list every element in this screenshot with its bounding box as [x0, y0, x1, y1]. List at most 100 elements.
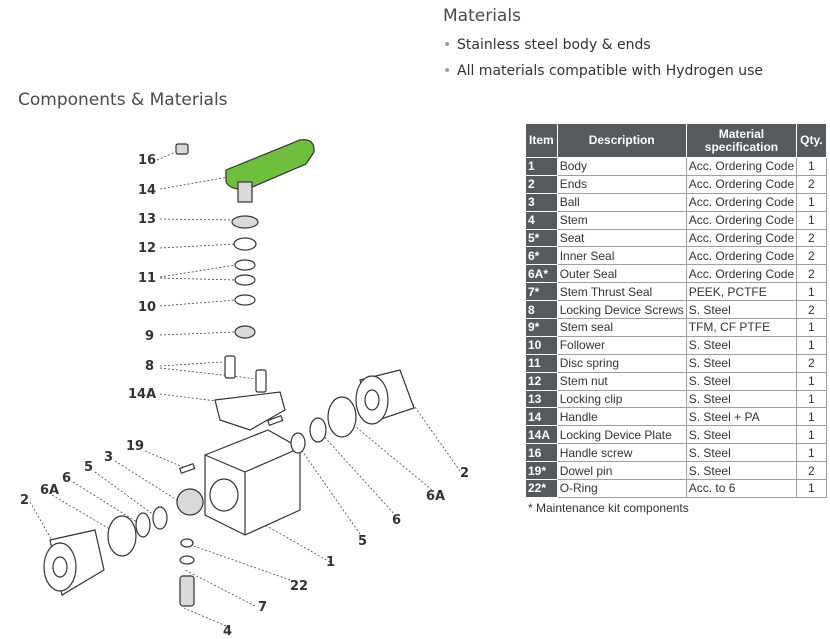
- end-fitting-left-icon: [43, 529, 105, 596]
- cell-qty: 1: [796, 282, 827, 302]
- cell-item: 6A*: [525, 264, 558, 284]
- header-item: Item: [525, 123, 558, 158]
- outer-seal-icon: [327, 396, 357, 438]
- cell-material: S. Steel: [685, 371, 798, 391]
- cell-item: 14: [525, 407, 558, 427]
- cell-material: Acc. Ordering Code: [685, 157, 798, 176]
- handle-screw-icon: [175, 143, 189, 155]
- cell-description: Stem nut: [556, 371, 687, 391]
- cell-qty: 2: [796, 228, 827, 248]
- cell-qty: 1: [796, 210, 827, 230]
- cell-item: 22*: [525, 479, 558, 498]
- materials-heading: Materials: [443, 6, 521, 26]
- cell-description: Handle screw: [556, 443, 687, 463]
- cell-description: Disc spring: [556, 353, 687, 373]
- cell-description: Outer Seal: [556, 264, 687, 284]
- callout-label: 2: [460, 466, 469, 481]
- header-description: Description: [556, 123, 687, 158]
- locking-screw-icon: [224, 355, 236, 379]
- inner-seal-icon: [135, 512, 151, 538]
- cell-material: PEEK, PCTFE: [685, 282, 798, 302]
- callout-label: 14A: [128, 387, 156, 402]
- cell-qty: 1: [796, 425, 827, 445]
- cell-item: 1: [525, 157, 558, 176]
- callout-label: 5: [84, 460, 93, 475]
- callout-label: 9: [145, 329, 154, 344]
- leader-lines: [29, 151, 461, 627]
- cell-description: Follower: [556, 335, 687, 355]
- stem-nut-icon: [233, 237, 257, 251]
- exploded-valve-diagram: 16 14 13 12 11 10 9 8 14A 19 3 5 6 6A 2 …: [20, 139, 469, 639]
- cell-description: Dowel pin: [556, 461, 687, 481]
- cell-qty: 1: [796, 407, 827, 427]
- dowel-pin-icon: [266, 414, 284, 426]
- cell-item: 5*: [525, 228, 558, 248]
- cell-qty: 1: [796, 389, 827, 409]
- callout-label: 6: [62, 471, 71, 486]
- callout-label: 13: [138, 212, 156, 227]
- cell-qty: 2: [796, 353, 827, 373]
- callout-label: 1: [326, 555, 335, 570]
- seat-icon: [152, 506, 168, 530]
- cell-qty: 1: [796, 335, 827, 355]
- materials-list: •Stainless steel body & ends •All materi…: [443, 36, 763, 88]
- cell-material: Acc. Ordering Code: [685, 192, 798, 212]
- cell-material: S. Steel: [685, 425, 798, 445]
- cell-description: Seat: [556, 228, 687, 248]
- cell-item: 3: [525, 192, 558, 212]
- cell-material: S. Steel: [685, 335, 798, 355]
- cell-item: 8: [525, 300, 558, 320]
- components-heading: Components & Materials: [18, 90, 228, 110]
- cell-qty: 2: [796, 461, 827, 481]
- cell-description: Locking Device Plate: [556, 425, 687, 445]
- cell-item: 16: [525, 443, 558, 463]
- seat-icon: [290, 432, 306, 454]
- header-material: Material specification: [685, 123, 798, 158]
- handle-icon: [225, 139, 315, 190]
- disc-spring-icon: [234, 259, 256, 271]
- callout-label: 16: [138, 153, 156, 168]
- cell-material: S. Steel: [685, 300, 798, 320]
- cell-material: TFM, CF PTFE: [685, 318, 798, 337]
- cell-qty: 2: [796, 264, 827, 284]
- callout-label: 14: [138, 183, 156, 198]
- cell-description: Locking clip: [556, 389, 687, 409]
- callout-label: 6: [392, 513, 401, 528]
- valve-body-icon: [204, 429, 301, 536]
- locking-clip-icon: [231, 215, 259, 229]
- cell-qty: 2: [796, 174, 827, 194]
- callout-label: 3: [104, 450, 113, 465]
- callout-label: 5: [358, 534, 367, 549]
- cell-item: 2: [525, 174, 558, 194]
- header-qty: Qty.: [796, 123, 827, 158]
- cell-material: S. Steel: [685, 443, 798, 463]
- ball-icon: [176, 488, 204, 516]
- stem-thrust-seal-icon: [179, 555, 195, 565]
- cell-description: Body: [556, 157, 687, 176]
- cell-qty: 1: [796, 443, 827, 463]
- locking-screw-icon: [255, 369, 267, 393]
- cell-item: 6*: [525, 246, 558, 266]
- components-table: Item Description Material specification …: [525, 123, 827, 498]
- cell-material: Acc. Ordering Code: [685, 174, 798, 194]
- cell-qty: 1: [796, 192, 827, 212]
- cell-material: S. Steel: [685, 353, 798, 373]
- cell-item: 4: [525, 210, 558, 230]
- stem-seal-icon: [234, 325, 256, 339]
- cell-description: Stem: [556, 210, 687, 230]
- cell-material: Acc. Ordering Code: [685, 246, 798, 266]
- cell-qty: 2: [796, 246, 827, 266]
- stem-icon: [179, 575, 195, 607]
- table-footnote: * Maintenance kit components: [528, 501, 689, 515]
- cell-qty: 1: [796, 479, 827, 498]
- callout-label: 22: [290, 579, 308, 594]
